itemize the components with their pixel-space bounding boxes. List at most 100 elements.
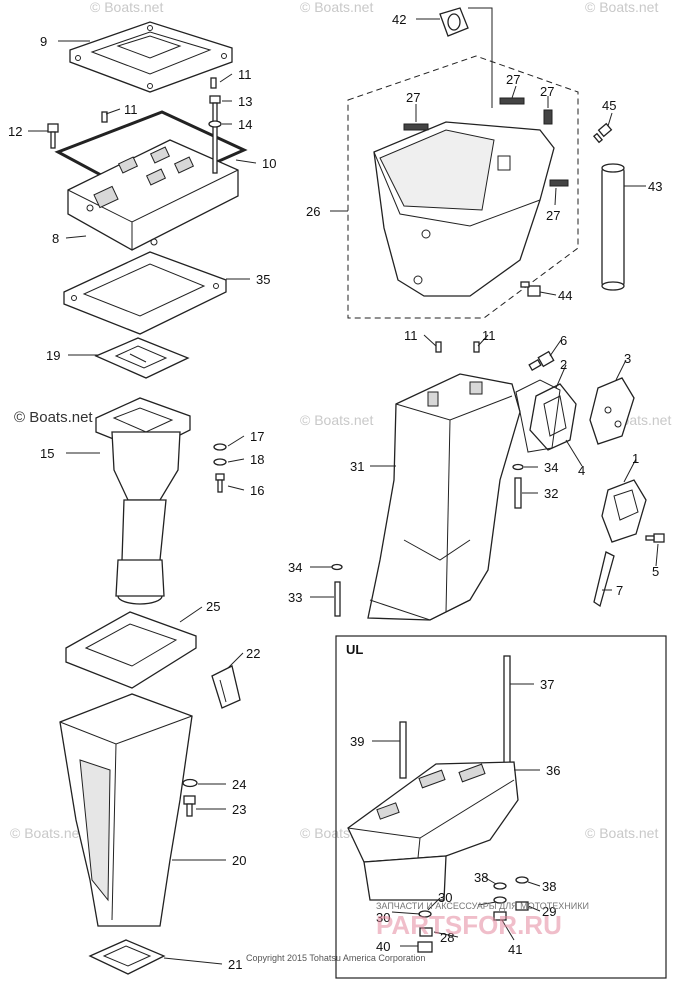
callout-7: 7 <box>616 583 623 598</box>
part-35-gasket <box>63 251 227 335</box>
watermark-faint: © Boats.net <box>585 825 658 841</box>
part-11-pins-mid <box>435 341 480 353</box>
callout-32: 32 <box>544 486 558 501</box>
callout-labels: 9 11 11 12 13 14 10 8 35 19 15 17 18 16 … <box>8 12 662 972</box>
callout-11: 11 <box>404 328 418 343</box>
callout-43: 43 <box>648 179 662 194</box>
callout-23: 23 <box>232 802 246 817</box>
callout-19: 19 <box>46 348 60 363</box>
callout-34: 34 <box>288 560 302 575</box>
callout-38: 38 <box>542 879 556 894</box>
callout-11: 11 <box>482 328 496 343</box>
part-2-cover <box>529 383 577 451</box>
callout-1: 1 <box>632 451 639 466</box>
watermark-faint: © Boats.net <box>300 0 373 15</box>
callout-42: 42 <box>392 12 406 27</box>
callout-38: 38 <box>474 870 488 885</box>
part-3-plate <box>589 377 635 445</box>
part-34-washer <box>331 463 524 571</box>
callout-11: 11 <box>238 67 252 82</box>
callout-27: 27 <box>546 208 560 223</box>
part-41-nut <box>493 911 507 921</box>
part-36-extension <box>347 761 519 901</box>
part-45-bolt <box>592 122 613 144</box>
part-30-washer <box>418 896 507 918</box>
part-27-pads <box>403 97 569 187</box>
part-43-tube <box>601 163 625 291</box>
callout-41: 41 <box>508 942 522 957</box>
callout-12: 12 <box>8 124 22 139</box>
callout-27: 27 <box>506 72 520 87</box>
watermark-faint: © Boats.net <box>90 0 163 15</box>
callout-39: 39 <box>350 734 364 749</box>
callout-25: 25 <box>206 599 220 614</box>
callout-20: 20 <box>232 853 246 868</box>
part-25-gasket <box>65 611 197 689</box>
part-32-bolt <box>514 477 522 509</box>
callout-31: 31 <box>350 459 364 474</box>
callout-27: 27 <box>406 90 420 105</box>
callout-21: 21 <box>228 957 242 972</box>
callout-11: 11 <box>124 102 138 117</box>
watermark-faint: © Boats.net <box>10 825 83 841</box>
site-tagline: ЗАПЧАСТИ И АКСЕССУАРЫ ДЛЯ МОТОТЕХНИКИ <box>376 901 589 911</box>
site-logo-text: PARTSFOR.RU <box>376 910 562 940</box>
callout-10: 10 <box>262 156 276 171</box>
callout-36: 36 <box>546 763 560 778</box>
part-11-pin <box>101 77 217 123</box>
callout-16: 16 <box>250 483 264 498</box>
callout-27: 27 <box>540 84 554 99</box>
callout-4: 4 <box>578 463 585 478</box>
callout-30: 30 <box>376 910 390 925</box>
callout-26: 26 <box>306 204 320 219</box>
callout-37: 37 <box>540 677 554 692</box>
part-15-exhaust-pipe <box>95 397 191 605</box>
part-9-gasket <box>69 21 233 93</box>
part-6-plug <box>528 350 555 371</box>
faint-watermarks: © Boats.net © Boats.net © Boats.net © Bo… <box>10 0 671 841</box>
part-20-lower-housing <box>59 693 193 927</box>
watermark-faint: © Boats.net <box>300 412 373 428</box>
part-16-bolt <box>215 473 225 493</box>
ul-subassembly-box: UL <box>335 635 667 979</box>
part-1-gasket <box>601 479 647 543</box>
callout-45: 45 <box>602 98 616 113</box>
callout-44: 44 <box>558 288 572 303</box>
callout-40: 40 <box>376 939 390 954</box>
callout-17: 17 <box>250 429 264 444</box>
callout-15: 15 <box>40 446 54 461</box>
part-37-stud <box>503 655 511 771</box>
part-28-nut <box>419 927 433 937</box>
callout-6: 6 <box>560 333 567 348</box>
part-23-bolt <box>183 795 196 817</box>
copyright-text: Copyright 2015 Tohatsu America Corporati… <box>246 953 425 963</box>
watermark-faint: © Boats.net <box>585 0 658 15</box>
callout-28: 28 <box>440 930 454 945</box>
callout-33: 33 <box>288 590 302 605</box>
part-8-upper-housing <box>67 139 239 251</box>
callout-8: 8 <box>52 231 59 246</box>
callout-13: 13 <box>238 94 252 109</box>
callout-22: 22 <box>246 646 260 661</box>
watermark-main: © Boats.net <box>14 409 93 426</box>
callout-9: 9 <box>40 34 47 49</box>
callout-35: 35 <box>256 272 270 287</box>
part-4-gasket <box>515 379 561 453</box>
part-14-washer <box>208 120 222 128</box>
part-18-washer <box>213 458 227 466</box>
part-17-washer <box>213 443 227 451</box>
callout-24: 24 <box>232 777 246 792</box>
part-39-stud <box>399 721 407 779</box>
callout-34: 34 <box>544 460 558 475</box>
part-26-cover <box>373 121 555 297</box>
part-44-bolt <box>520 281 541 297</box>
part-21-gasket <box>88 939 166 975</box>
part-38-washer <box>493 876 529 890</box>
part-26-group-dashed-outline <box>347 55 579 319</box>
part-22-clip <box>211 665 241 709</box>
callout-3: 3 <box>624 351 631 366</box>
callout-2: 2 <box>560 357 567 372</box>
part-24-washer <box>182 778 198 788</box>
part-42-grommet <box>439 7 469 37</box>
